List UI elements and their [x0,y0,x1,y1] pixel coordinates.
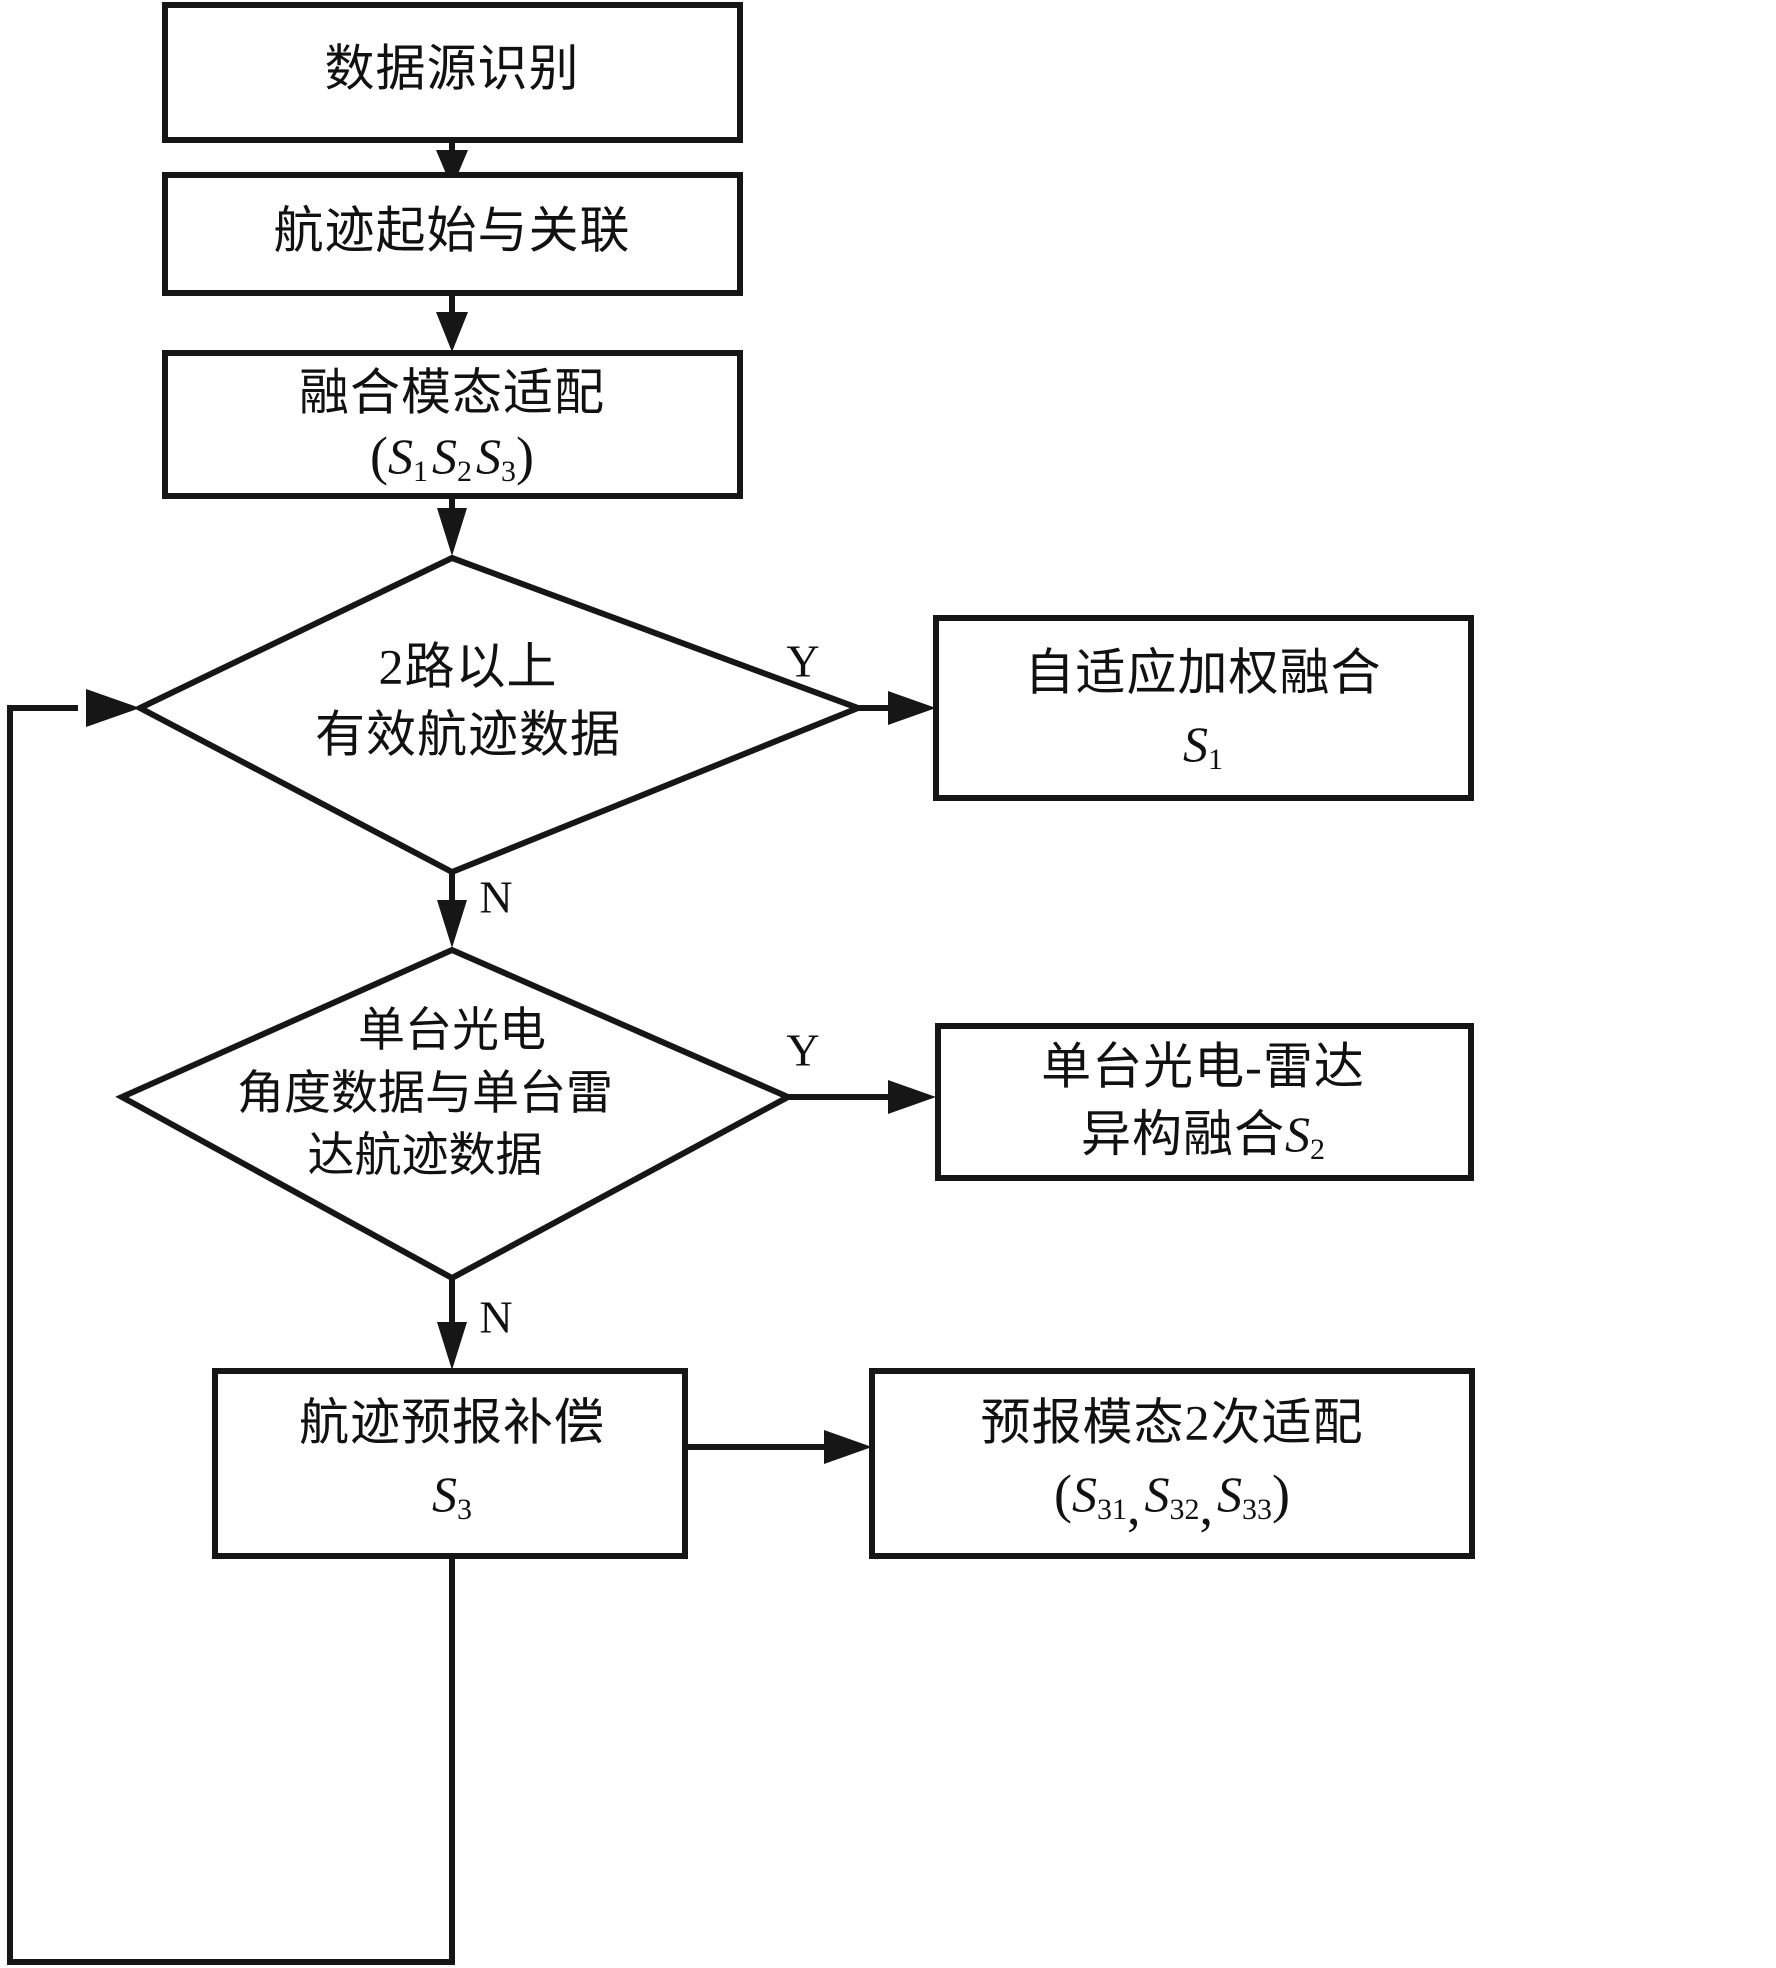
node-n4-formula: S1 [1183,716,1223,775]
connector-d1-no-to-d2 [437,872,467,948]
connector-n3-to-d1 [437,496,467,556]
edge-label-d2-no: N [479,1292,512,1343]
node-track-prediction-compensation[interactable]: 航迹预报补偿 S3 [212,1368,688,1559]
connector-d2-no-to-n6 [437,1278,467,1370]
connector-feedback-loop [7,689,455,1965]
node-n5-formula: 异构融合S2 [1081,1106,1325,1165]
node-n7-label: 预报模态2次适配 [981,1394,1364,1450]
connector-n1-to-n2 [436,140,468,188]
decision-d2-line1: 单台光电 [358,1005,546,1057]
node-n4-label: 自适应加权融合 [1025,644,1382,700]
node-single-eo-radar-heterogeneous-fusion[interactable]: 单台光电-雷达 异构融合S2 [935,1023,1474,1181]
node-adaptive-weighted-fusion[interactable]: 自适应加权融合 S1 [933,615,1474,801]
node-data-source-identification[interactable]: 数据源识别 [162,2,743,143]
node-n7-formula: (S31, S32, S33) [1054,1464,1290,1536]
decision-d2-line3: 达航迹数据 [308,1130,543,1182]
decision-d1-line2: 有效航迹数据 [315,706,621,762]
node-n6-formula: S3 [432,1466,472,1525]
edge-label-d1-no: N [479,872,512,923]
node-n5-label: 单台光电-雷达 [1041,1038,1365,1094]
node-n3-label: 融合模态适配 [299,364,605,420]
node-n2-label: 航迹起始与关联 [274,202,631,258]
decision-two-or-more-valid-tracks[interactable]: 2路以上 有效航迹数据 [133,554,867,876]
decision-d1-line1: 2路以上 [379,638,558,694]
connector-d2-yes-to-n5 [788,1080,936,1114]
node-n1-label: 数据源识别 [325,40,580,96]
connector-d1-yes-to-n4 [858,691,936,725]
node-track-initiation-association[interactable]: 航迹起始与关联 [162,172,743,296]
connector-n2-to-n3 [436,293,468,352]
connector-n6-to-n7 [684,1430,872,1464]
node-fusion-mode-adaptation[interactable]: 融合模态适配 (S1 S2 S3) [162,350,743,499]
decision-d2-line2: 角度数据与单台雷 [237,1068,613,1120]
node-n6-label: 航迹预报补偿 [299,1394,605,1450]
edge-label-d2-yes: Y [786,1025,819,1076]
decision-single-eo-angle-and-single-radar-track[interactable]: 单台光电 角度数据与单台雷 达航迹数据 [115,946,795,1282]
edge-label-d1-yes: Y [786,636,819,687]
node-n3-formula: (S1 S2 S3) [370,426,534,488]
node-prediction-mode-secondary-adaptation[interactable]: 预报模态2次适配 (S31, S32, S33) [869,1368,1475,1559]
